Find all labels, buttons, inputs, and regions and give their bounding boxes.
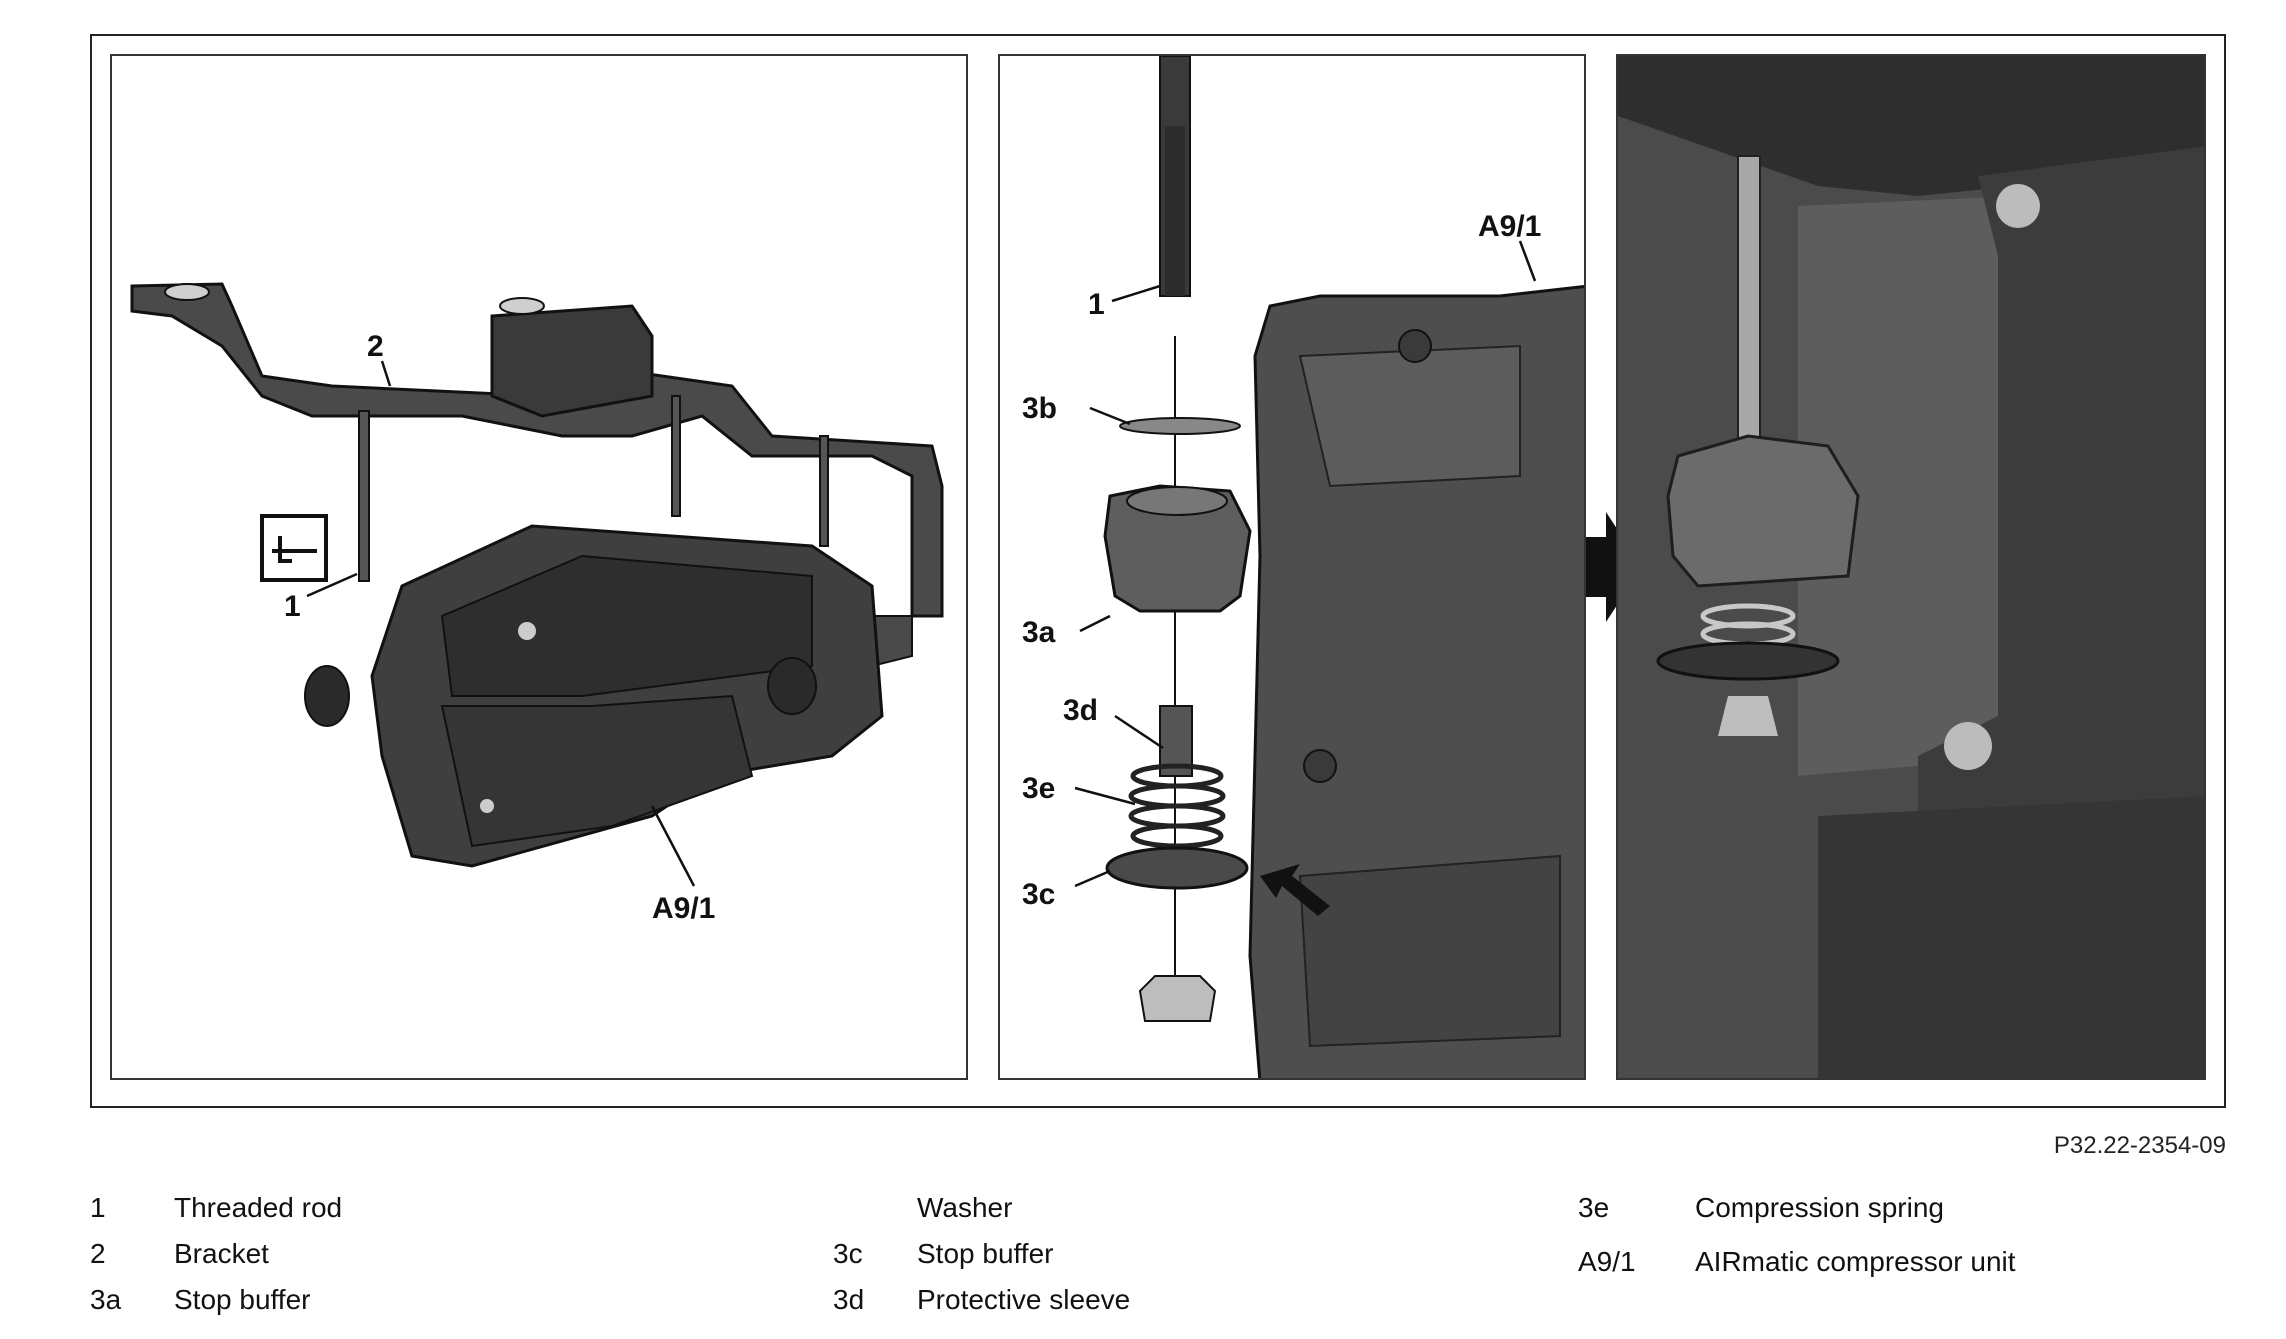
legend-code: 2 [90, 1238, 106, 1269]
legend-text: Protective sleeve [917, 1284, 1131, 1315]
panel-exploded-view: 1 3b 3a 3d 3e 3c A9/1 [998, 54, 1586, 1080]
legend-code: 1 [90, 1192, 106, 1223]
figure-frame [90, 34, 2226, 1108]
legend-text: Threaded rod [174, 1192, 343, 1223]
callout-compression-spring: 3e [1022, 772, 1055, 805]
callout-compressor-unit-exploded: A9/1 [1478, 210, 1541, 243]
callout-threaded-rod-exploded: 1 [1088, 288, 1105, 321]
panel-installed-photo [1616, 54, 2206, 1080]
legend-text: Washer [917, 1192, 1013, 1223]
exploded-illustration: 1 3b 3a 3d 3e 3c A9/1 [1022, 56, 1584, 1078]
callout-protective-sleeve: 3d [1063, 694, 1098, 727]
callout-bracket: 2 [367, 330, 384, 363]
legend-text: Bracket [174, 1238, 269, 1269]
legend-text: AIRmatic compressor unit [1695, 1246, 2016, 1277]
arrow-right-icon [1586, 512, 1642, 622]
arrow-pointer-icon [1260, 864, 1330, 916]
callout-stop-buffer-3c: 3c [1022, 878, 1055, 911]
callout-threaded-rod: 1 [284, 590, 301, 623]
legend-text: Compression spring [1695, 1192, 1944, 1223]
legend-code: 3d [833, 1284, 865, 1315]
figure-reference-code: P32.22-2354-09 [2053, 1132, 2226, 1159]
legend-code: 3e [1578, 1192, 1610, 1223]
callout-stop-buffer-3a: 3a [1022, 616, 1056, 649]
panel-bracket-assembly: 2 1 A9/1 [110, 54, 968, 1080]
legend-code: 3c [833, 1238, 863, 1269]
installed-photo [1618, 56, 2204, 1078]
legend-text: Stop buffer [174, 1284, 311, 1315]
legend-text: Stop buffer [917, 1238, 1054, 1269]
callout-washer: 3b [1022, 392, 1057, 425]
tool-symbol-icon [260, 514, 328, 582]
legend-code: 3a [90, 1284, 122, 1315]
bracket-illustration: 2 1 A9/1 [130, 282, 944, 925]
legend-code: A9/1 [1578, 1246, 1636, 1277]
callout-compressor-unit: A9/1 [652, 892, 715, 925]
